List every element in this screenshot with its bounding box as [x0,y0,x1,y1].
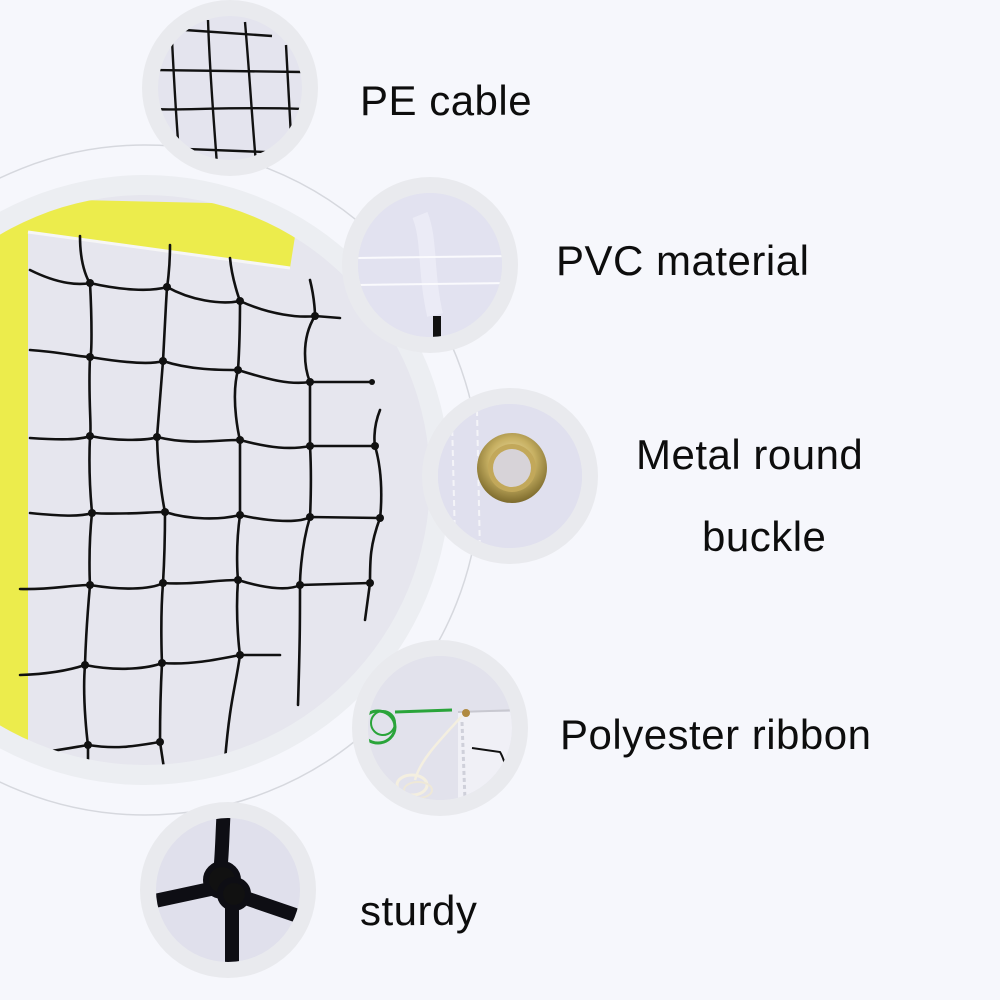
metal-buckle-icon [422,388,598,564]
metal-buckle-label-line2: buckle [702,513,827,560]
polyester-ribbon-icon [352,640,528,816]
pvc-material-icon [342,177,518,353]
knot-icon [140,802,316,978]
sturdy-label: sturdy [360,887,478,934]
metal-buckle-label-line1: Metal round [636,431,864,478]
pe-cable-icon [142,0,318,176]
pe-cable-label: PE cable [360,77,533,124]
main-net-image [0,175,450,785]
polyester-ribbon-label: Polyester ribbon [560,711,872,758]
pvc-material-label: PVC material [556,237,810,284]
